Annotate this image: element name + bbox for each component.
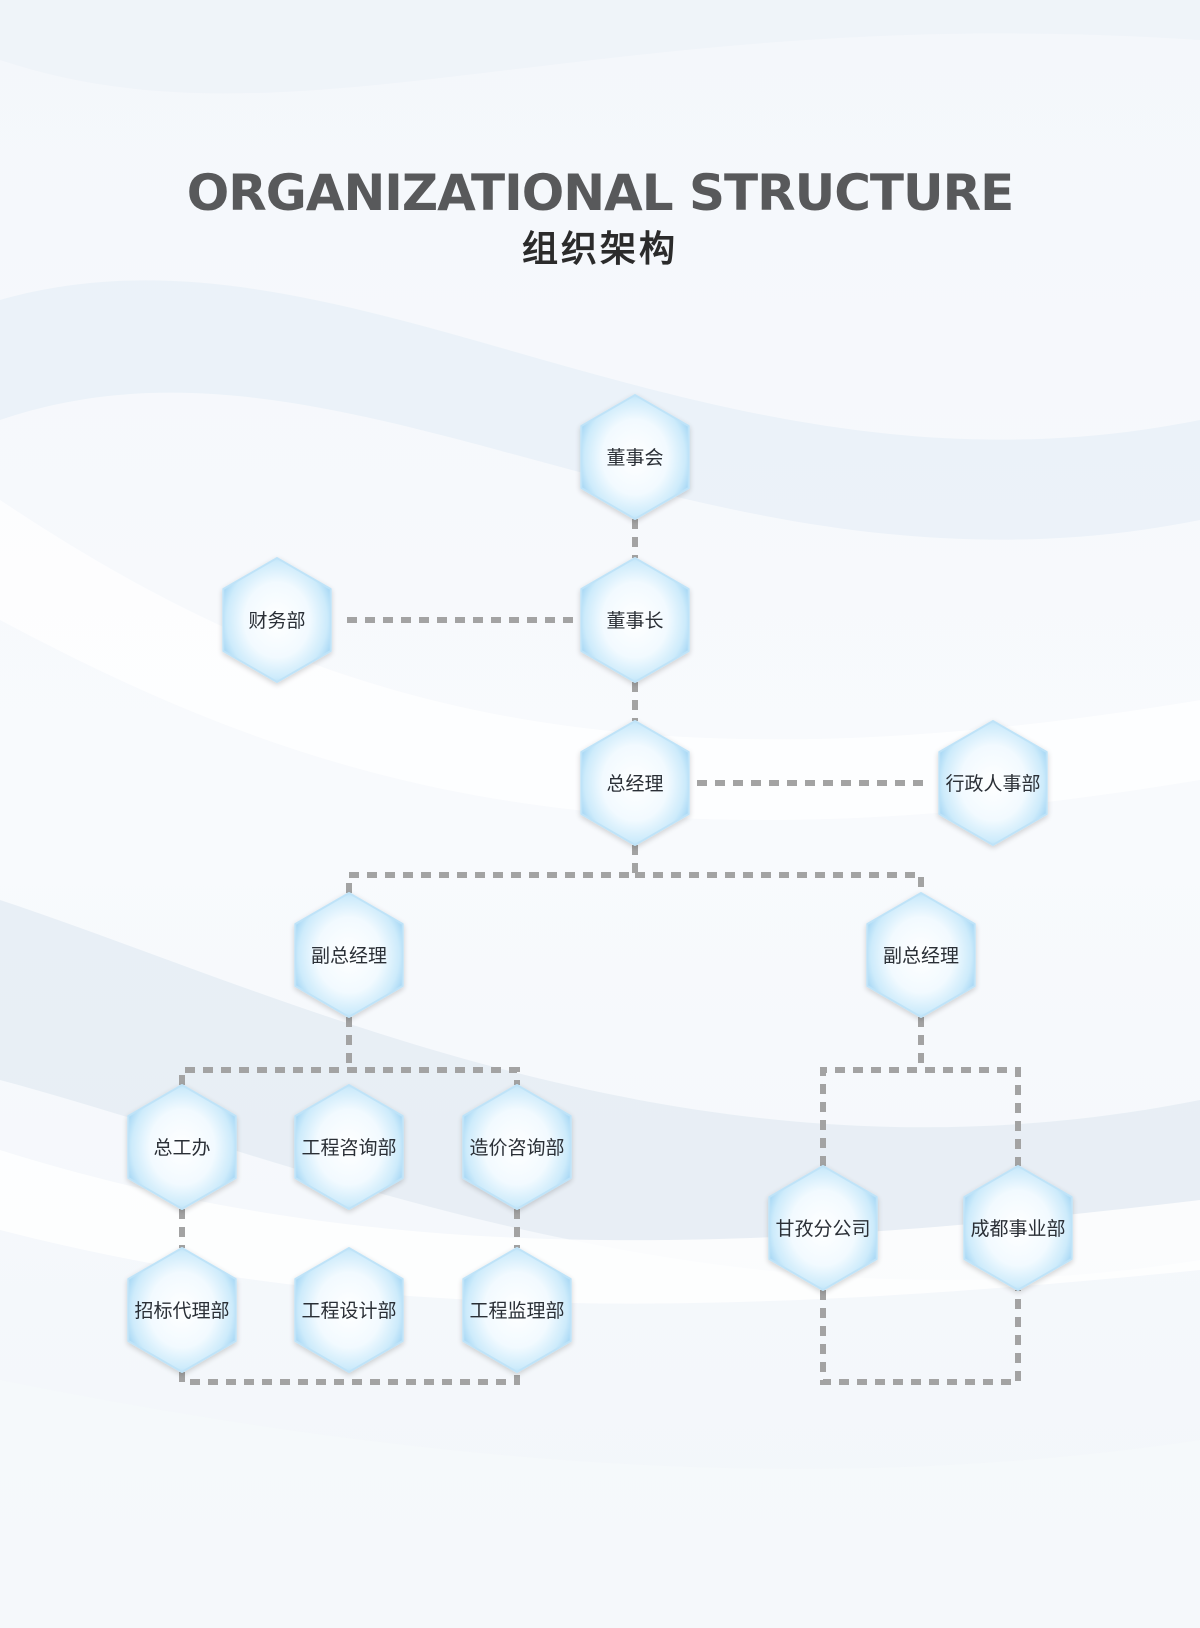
node-tender-agency: 招标代理部: [127, 1247, 237, 1373]
node-chief-eng-office: 总工办: [127, 1084, 237, 1210]
node-ganzi-branch: 甘孜分公司: [768, 1165, 878, 1291]
node-vgm-right: 副总经理: [866, 892, 976, 1018]
title-chinese: 组织架构: [521, 229, 678, 270]
hexagon-shape: [462, 1247, 572, 1373]
hexagon-shape: [294, 892, 404, 1018]
connector-line-11: [179, 1372, 520, 1385]
title-english: ORGANIZATIONAL STRUCTURE: [186, 164, 1015, 222]
node-cost-consult: 造价咨询部: [462, 1084, 572, 1210]
node-label: 总工办: [153, 1137, 210, 1159]
hexagon-shape: [580, 557, 690, 683]
node-vgm-left: 副总经理: [294, 892, 404, 1018]
node-label: 招标代理部: [134, 1300, 229, 1322]
hexagon-shape: [866, 892, 976, 1018]
node-admin-hr: 行政人事部: [938, 720, 1048, 846]
node-label: 造价咨询部: [469, 1137, 564, 1159]
hexagon-shape: [580, 720, 690, 846]
hexagon-shape: [222, 557, 332, 683]
hexagon-shape: [127, 1084, 237, 1210]
node-label: 总经理: [606, 773, 663, 795]
node-label: 工程设计部: [301, 1300, 396, 1322]
node-finance: 财务部: [222, 557, 332, 683]
connector-line-13: [820, 1067, 1021, 1166]
node-label: 副总经理: [311, 945, 387, 967]
connector-line-5: [346, 845, 638, 893]
node-label: 甘孜分公司: [775, 1218, 870, 1240]
hexagon-shape: [580, 394, 690, 520]
node-label: 工程咨询部: [301, 1137, 396, 1159]
connector-line-14: [820, 1290, 1021, 1385]
node-label: 副总经理: [883, 945, 959, 967]
hexagon-shape: [127, 1247, 237, 1373]
node-gm: 总经理: [580, 720, 690, 846]
node-label: 工程监理部: [469, 1300, 564, 1322]
node-board: 董事会: [580, 394, 690, 520]
hexagon-shape: [462, 1084, 572, 1210]
node-label: 成都事业部: [970, 1218, 1065, 1240]
hexagon-shape: [768, 1165, 878, 1291]
hexagon-shape: [963, 1165, 1073, 1291]
node-label: 董事会: [606, 447, 663, 469]
hexagon-shape: [938, 720, 1048, 846]
connector-line-6: [635, 872, 924, 893]
connector-line-8: [179, 1067, 520, 1085]
node-label: 董事长: [606, 610, 663, 632]
node-chengdu-division: 成都事业部: [963, 1165, 1073, 1291]
node-chairman: 董事长: [580, 557, 690, 683]
node-eng-consult: 工程咨询部: [294, 1084, 404, 1210]
hexagon-shape: [294, 1084, 404, 1210]
node-label: 财务部: [248, 610, 305, 632]
node-eng-design: 工程设计部: [294, 1247, 404, 1373]
hexagon-shape: [294, 1247, 404, 1373]
node-label: 行政人事部: [945, 773, 1040, 795]
connectors: [179, 519, 1021, 1385]
node-eng-supervision: 工程监理部: [462, 1247, 572, 1373]
